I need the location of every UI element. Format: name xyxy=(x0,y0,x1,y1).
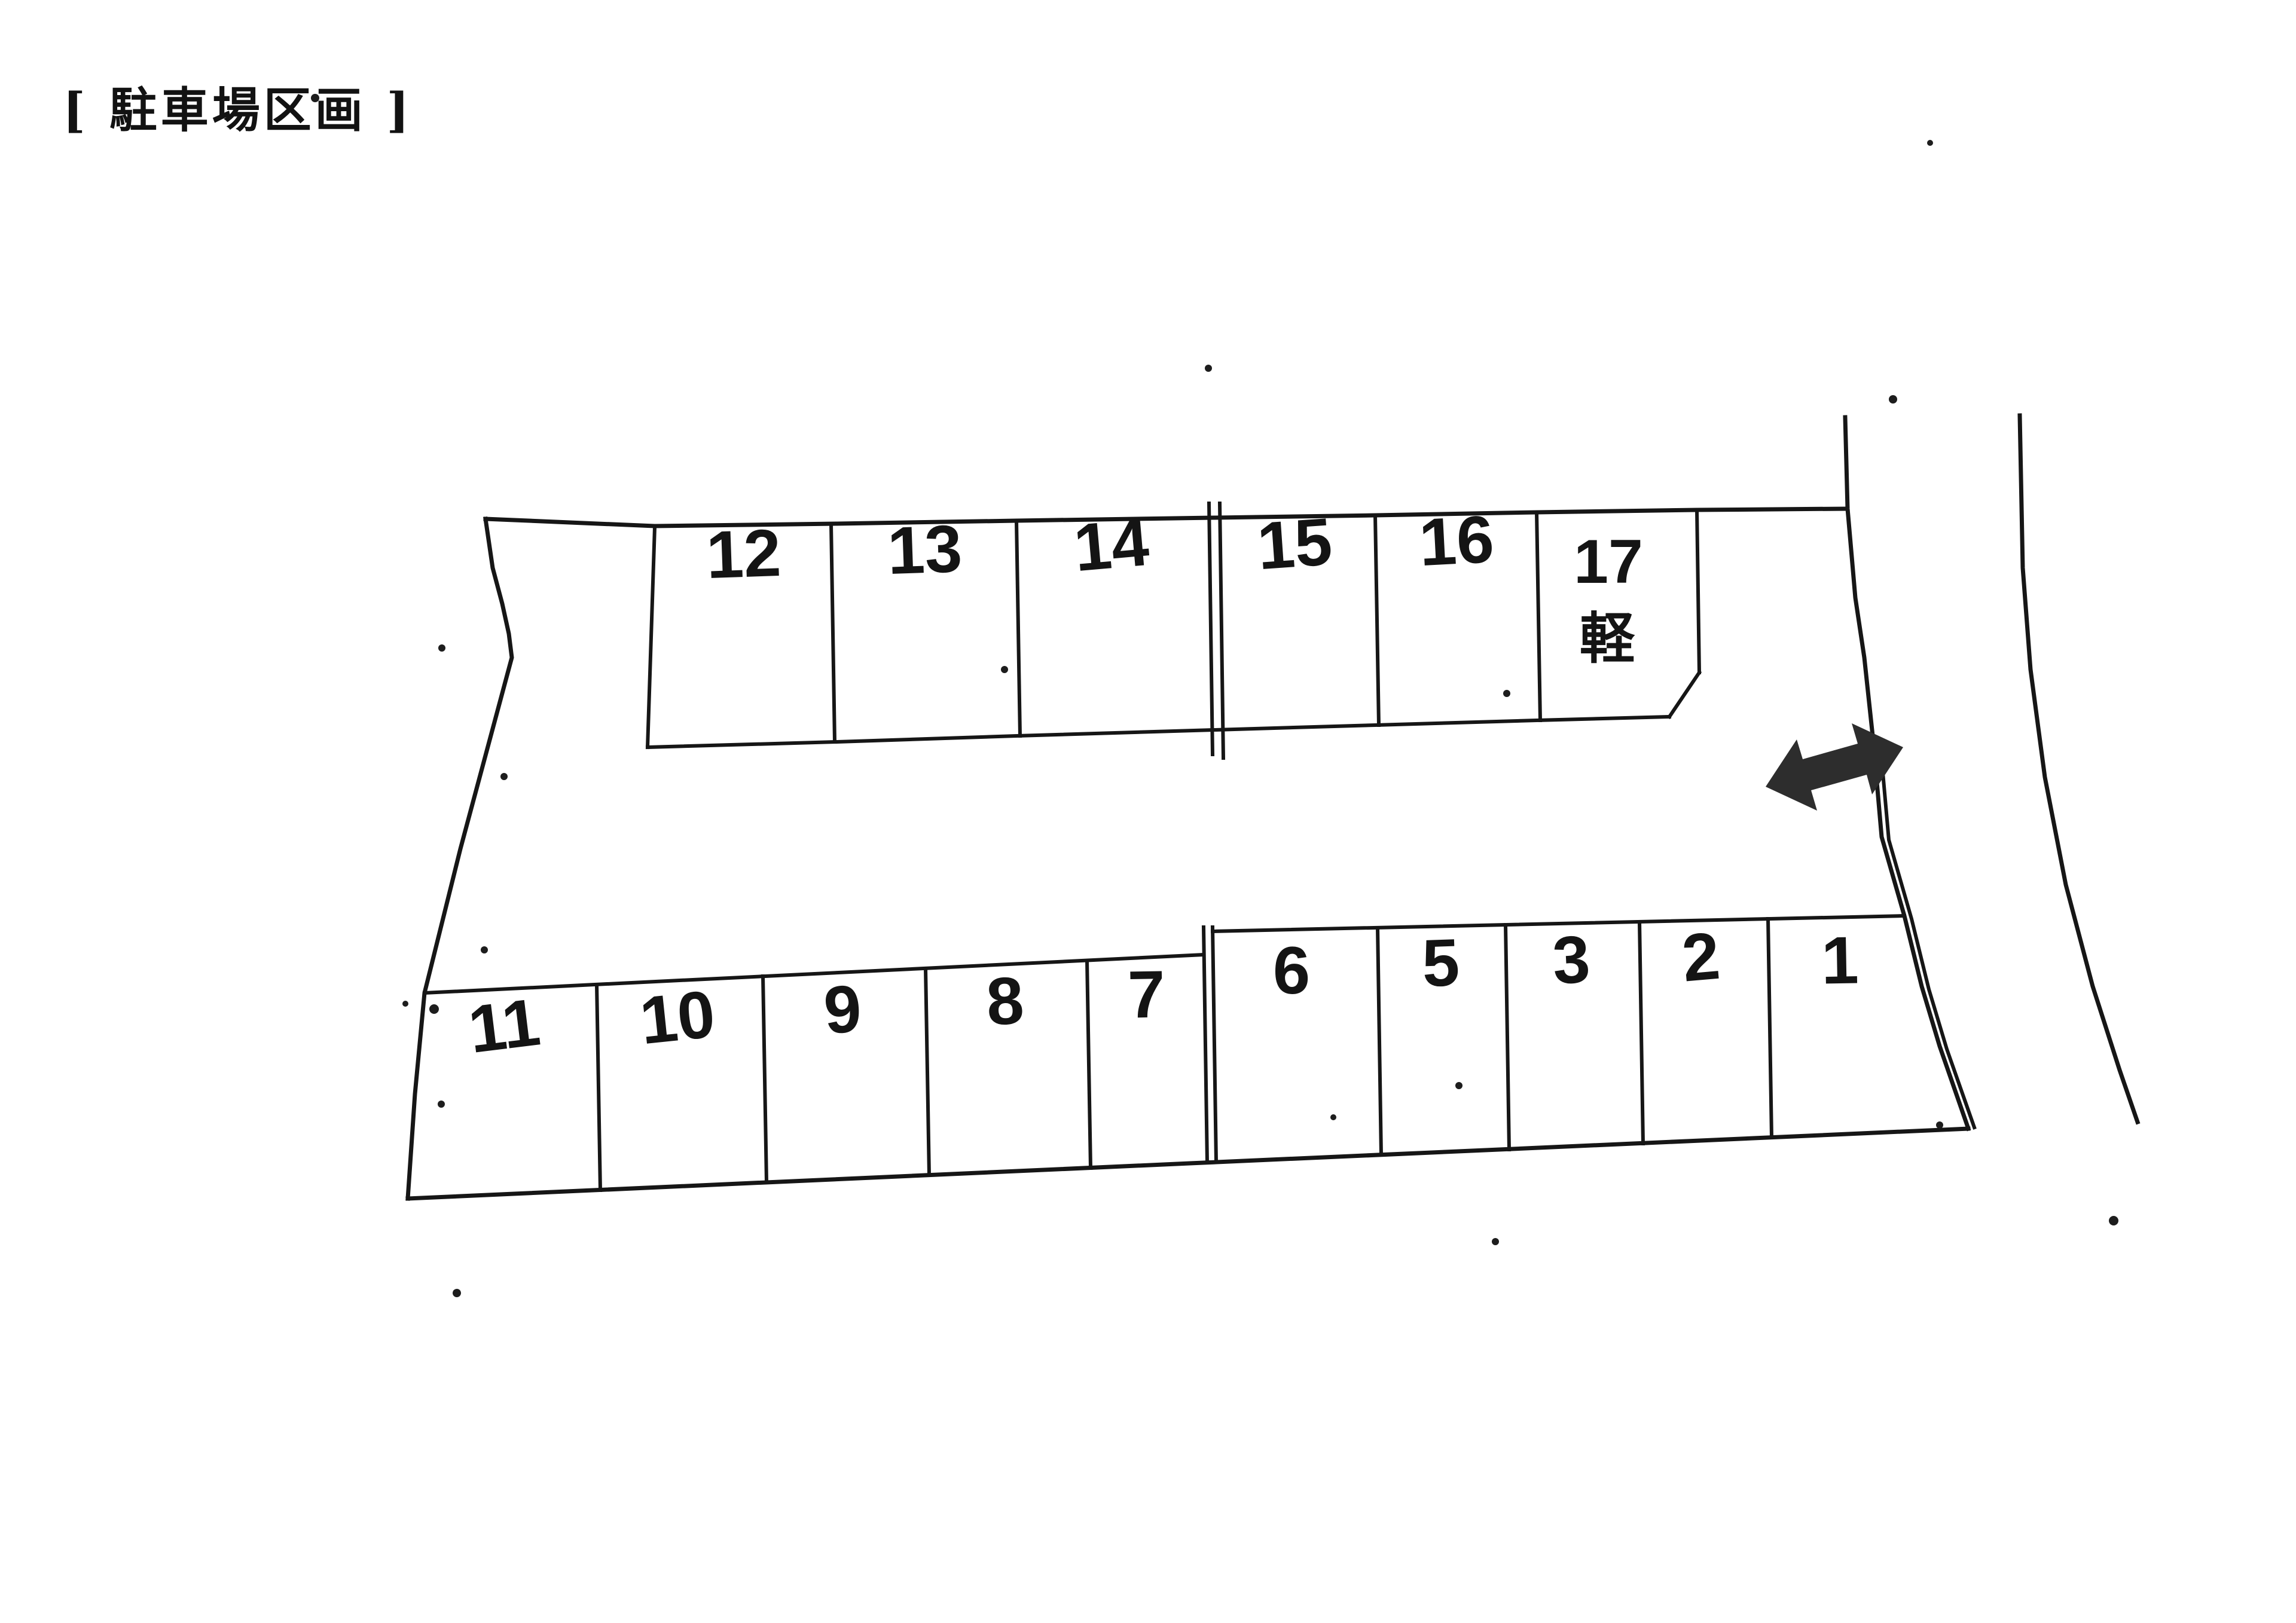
space-9-number: 9 xyxy=(822,971,864,1048)
space-8-number: 8 xyxy=(985,963,1026,1040)
speck-dot xyxy=(1330,1114,1336,1120)
speck-dot xyxy=(1205,365,1212,372)
speck-dot xyxy=(1503,690,1510,697)
speck-dot xyxy=(2109,1216,2118,1225)
road-right-edge-line xyxy=(2017,413,2141,1125)
two-way-arrow-icon xyxy=(1766,723,1903,811)
space-17-right-edge xyxy=(1694,508,1702,675)
speck-dot xyxy=(1927,140,1933,146)
speck-dot xyxy=(438,1101,445,1108)
space-2-number: 2 xyxy=(1679,918,1723,996)
parking-space-9: 9 xyxy=(822,971,864,1048)
speck-dot xyxy=(500,773,508,780)
top-row-bottom-edge xyxy=(645,714,1672,750)
space-14-number: 14 xyxy=(1071,505,1152,585)
speck-dot xyxy=(311,94,319,102)
divider-2-1 xyxy=(1766,916,1774,1140)
divider-14-15-double-b xyxy=(1217,501,1226,760)
divider-3-2 xyxy=(1637,919,1645,1146)
page-title: [ 駐車場区画 ] xyxy=(63,82,413,138)
space-7-number: 7 xyxy=(1127,956,1165,1032)
lot-top-edge xyxy=(483,506,1849,528)
speck-dot xyxy=(1889,395,1897,404)
parking-space-3: 3 xyxy=(1551,922,1592,998)
parking-space-6: 6 xyxy=(1273,933,1310,1008)
parking-space-15: 15 xyxy=(1255,504,1335,583)
double-headed-arrow-shape xyxy=(1766,723,1903,811)
space-12-number: 12 xyxy=(705,515,782,592)
parking-space-13: 13 xyxy=(886,511,963,588)
speck-dot xyxy=(453,1289,461,1297)
space-3-number: 3 xyxy=(1551,922,1592,998)
road-left-edge-line xyxy=(1843,415,1971,1132)
divider-12-13 xyxy=(829,522,837,744)
bottom-row-top-edge-left xyxy=(422,952,1206,995)
divider-9-8 xyxy=(923,966,932,1178)
speck-dot xyxy=(1001,666,1008,673)
divider-13-14 xyxy=(1014,519,1022,738)
speck-dot xyxy=(1936,1121,1943,1129)
parking-space-8: 8 xyxy=(985,963,1026,1040)
space-15-number: 15 xyxy=(1255,504,1335,583)
parking-space-11: 11 xyxy=(465,985,544,1067)
space-17-number: 17 xyxy=(1574,527,1643,597)
divider-11-10 xyxy=(594,982,603,1193)
space-16-number: 16 xyxy=(1418,502,1496,580)
space-12-left-edge xyxy=(645,525,657,750)
speck-dot xyxy=(481,946,488,953)
road-left-edge-double-line xyxy=(1878,744,1977,1130)
top-row-spaces: 12 13 14 15 16 17 軽 xyxy=(645,501,1702,760)
divider-6-5 xyxy=(1375,925,1384,1157)
divider-14-15-double-a xyxy=(1207,501,1215,757)
parking-space-10: 10 xyxy=(636,976,718,1058)
speck-dot xyxy=(1492,1238,1499,1245)
scan-speckles xyxy=(311,94,2118,1297)
parking-space-12: 12 xyxy=(705,515,782,592)
speck-dot xyxy=(1455,1082,1463,1089)
bottom-row-spaces: 11 10 9 8 7 6 5 3 2 xyxy=(422,913,1907,1193)
parking-space-17-kei: 17 軽 xyxy=(1574,527,1643,670)
speck-dot xyxy=(429,1004,439,1014)
divider-8-7 xyxy=(1085,958,1093,1170)
space-6-number: 6 xyxy=(1273,933,1310,1008)
parking-space-2: 2 xyxy=(1679,918,1723,996)
lot-bottom-edge xyxy=(405,1126,1971,1201)
space-11-number: 11 xyxy=(465,985,544,1067)
divider-15-16 xyxy=(1373,513,1381,728)
space-1-number: 1 xyxy=(1821,922,1859,998)
parking-space-7: 7 xyxy=(1127,956,1165,1032)
parking-space-1: 1 xyxy=(1821,922,1859,998)
parking-space-5: 5 xyxy=(1421,925,1461,1001)
speck-dot xyxy=(402,1001,408,1007)
divider-10-9 xyxy=(761,974,769,1185)
divider-5-3 xyxy=(1503,922,1512,1152)
divider-7-6-double-b xyxy=(1210,925,1219,1164)
space-13-number: 13 xyxy=(886,511,963,588)
divider-16-17 xyxy=(1534,510,1543,723)
space-10-number: 10 xyxy=(636,976,718,1058)
speck-dot xyxy=(438,644,445,652)
lot-outline xyxy=(405,506,1971,1201)
lot-left-boundary xyxy=(405,516,514,1201)
space-17-corner-chamfer xyxy=(1666,670,1702,720)
parking-space-16: 16 xyxy=(1418,502,1496,580)
space-5-number: 5 xyxy=(1421,925,1461,1001)
bottom-row-top-edge-right xyxy=(1210,913,1907,934)
space-17-kei-label: 軽 xyxy=(1580,609,1635,670)
divider-7-6-double-a xyxy=(1201,925,1210,1165)
parking-space-14: 14 xyxy=(1071,505,1152,585)
road-boundary xyxy=(1843,413,2141,1132)
